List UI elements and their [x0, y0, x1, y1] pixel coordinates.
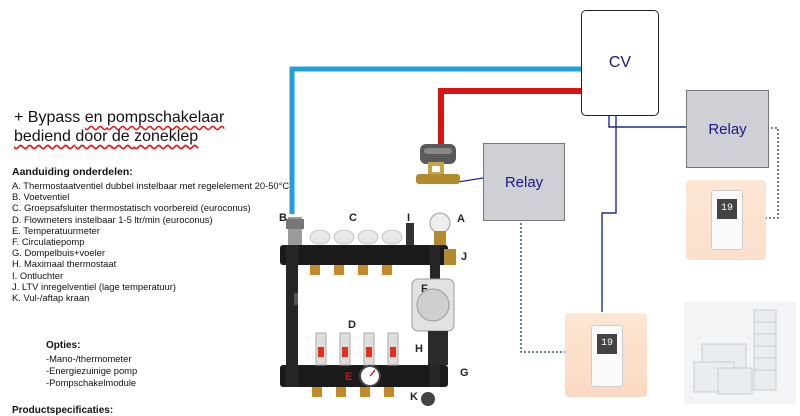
label-d: D — [348, 319, 356, 331]
thermostat-bottom-display: 19 — [597, 334, 617, 354]
radiators-illustration — [684, 302, 796, 404]
parts-list-item: F. Circulatiepomp — [12, 236, 85, 248]
parts-list-item: G. Dompelbuis+voeler — [12, 247, 106, 259]
label-j: J — [461, 251, 468, 263]
wire-cv-thermostat — [601, 114, 617, 312]
return-pipe — [289, 66, 582, 214]
manifold-illustration — [280, 212, 456, 406]
label-e: E — [345, 371, 353, 383]
parts-list-item: A. Thermostaatventiel dubbel instelbaar … — [12, 180, 290, 191]
parts-list-item: C. Groepsafsluiter thermostatisch voorbe… — [12, 202, 251, 214]
options-list: -Mano-/thermometer-Energiezuinige pomp-P… — [46, 353, 137, 389]
label-i: I — [407, 212, 411, 224]
supply-pipe — [438, 88, 582, 148]
cv-boiler-box: CV — [581, 10, 659, 116]
spec-title: Productspecificaties: — [12, 405, 114, 416]
bypass-note-line1: + Bypass en pompschakelaar — [14, 109, 225, 126]
label-b: B — [279, 212, 287, 224]
relay-left-label: Relay — [504, 173, 544, 191]
thermostat-top: 19 — [686, 180, 766, 260]
parts-list-item: I. Ontluchter — [12, 269, 64, 281]
parts-list: A. Thermostaatventiel dubbel instelbaar … — [12, 180, 289, 303]
options-list-item: -Pompschakelmodule — [46, 377, 137, 388]
parts-list-item: B. Voetventiel — [12, 191, 70, 203]
wire-valve-relay-left — [457, 177, 484, 183]
parts-list-item: K. Vul-/aftap kraan — [12, 292, 90, 304]
zone-valve-icon — [416, 144, 460, 184]
options-list-item: -Energiezuinige pomp — [46, 365, 138, 376]
wire-relay-right-thermostat — [765, 127, 779, 219]
parts-list-item: J. LTV inregelventiel (lage temperatuur) — [12, 280, 176, 292]
relay-left-box: Relay — [483, 143, 565, 221]
parts-list-item: E. Temperatuurmeter — [12, 224, 100, 236]
label-g: G — [460, 367, 469, 379]
wire-relay-left-thermostat — [520, 219, 565, 353]
bypass-note-line2: bediend door de zoneklep — [14, 128, 199, 145]
thermostat-top-display: 19 — [717, 199, 737, 219]
bypass-note: + Bypass en pompschakelaar bediend door … — [14, 108, 224, 146]
parts-list-item: H. Maximaal thermostaat — [12, 258, 117, 270]
parts-list-item: D. Flowmeters instelbaar 1-5 ltr/min (eu… — [12, 213, 213, 225]
label-a: A — [457, 213, 465, 225]
wire-cv-relay-right — [608, 114, 686, 128]
relay-right-box: Relay — [686, 90, 769, 168]
label-f: F — [421, 283, 428, 295]
options-title: Opties: — [46, 340, 81, 351]
parts-title: Aanduiding onderdelen: — [12, 166, 133, 178]
relay-right-label: Relay — [708, 120, 747, 138]
label-h: H — [415, 343, 423, 355]
label-k: K — [410, 391, 418, 403]
thermostat-bottom: 19 — [565, 313, 647, 397]
cv-label: CV — [608, 54, 632, 71]
label-c: C — [349, 212, 357, 224]
options-list-item: -Mano-/thermometer — [46, 353, 132, 364]
